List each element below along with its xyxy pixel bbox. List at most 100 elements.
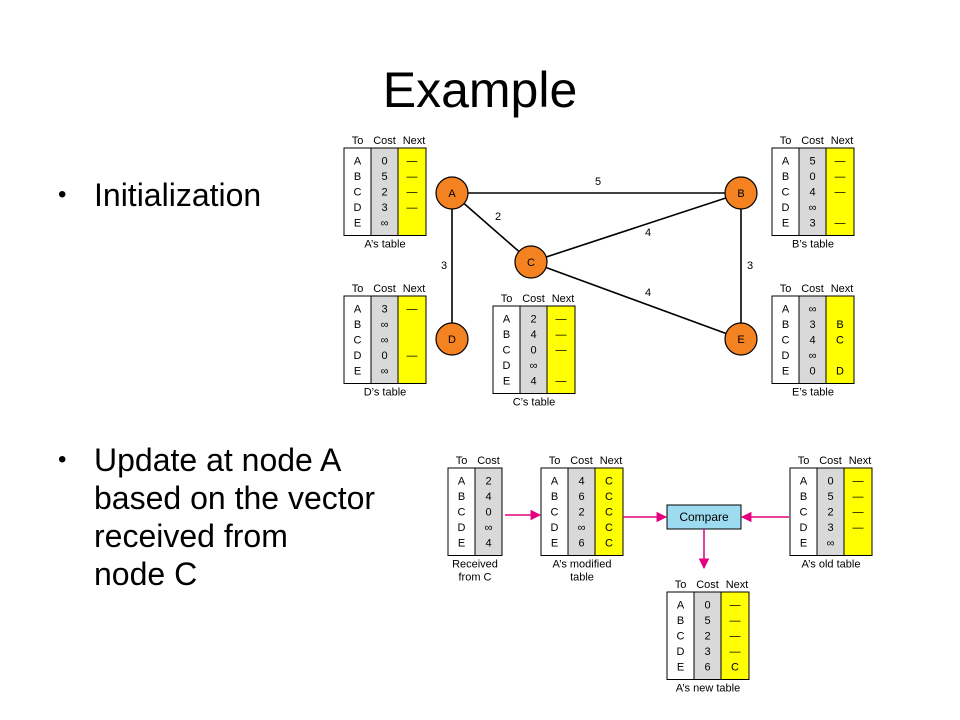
node-circle: [724, 176, 758, 210]
next-cell: —: [835, 156, 846, 168]
next-column: [594, 467, 624, 556]
to-column: [540, 467, 569, 556]
table-caption: A’s modified: [553, 559, 612, 571]
header-next: Next: [831, 283, 854, 295]
table-caption: A’s old table: [802, 559, 861, 571]
to-cell: C: [354, 335, 362, 347]
to-cell: E: [782, 366, 789, 378]
cost-column: [567, 467, 596, 556]
next-cell: —: [556, 345, 567, 357]
header-cost: Cost: [801, 283, 824, 295]
cost-column: [519, 305, 548, 394]
cost-cell: ∞: [809, 350, 817, 362]
table-caption: B’s table: [792, 239, 834, 251]
next-cell: —: [730, 600, 741, 612]
next-cell: —: [556, 329, 567, 341]
header-to: To: [352, 283, 364, 295]
header-cost: Cost: [801, 135, 824, 147]
next-cell: —: [407, 304, 418, 316]
cost-cell: ∞: [381, 319, 389, 331]
header-next: Next: [849, 455, 872, 467]
cost-column: [798, 147, 827, 236]
bullet-line: Update at node A: [94, 442, 342, 478]
cost-cell: 2: [530, 314, 536, 326]
node-circle: [724, 322, 758, 356]
table-caption: D’s table: [364, 387, 407, 399]
cost-cell: 6: [578, 538, 584, 550]
node-label: A: [448, 188, 456, 200]
next-cell: —: [407, 187, 418, 199]
bullet-line: received from: [94, 518, 288, 554]
cost-cell: 6: [704, 662, 710, 674]
to-cell: E: [800, 538, 807, 550]
header-cost: Cost: [570, 455, 593, 467]
to-cell: D: [800, 522, 808, 534]
next-cell: —: [556, 376, 567, 388]
to-cell: C: [551, 507, 559, 519]
table-caption: table: [570, 572, 594, 584]
to-cell: B: [354, 171, 361, 183]
bullet-dot: •: [58, 181, 67, 208]
cost-cell: 0: [704, 600, 710, 612]
next-column: [825, 295, 855, 384]
cost-column: [798, 295, 827, 384]
cost-cell: 3: [704, 646, 710, 658]
to-cell: A: [354, 156, 362, 168]
cost-cell: ∞: [809, 304, 817, 316]
to-cell: C: [458, 507, 466, 519]
cost-cell: 4: [530, 376, 536, 388]
next-cell: D: [836, 366, 844, 378]
to-cell: A: [782, 156, 790, 168]
cost-column: [816, 467, 845, 556]
to-cell: D: [458, 522, 466, 534]
next-cell: C: [605, 522, 613, 534]
to-cell: D: [782, 202, 790, 214]
slide-title: Example: [382, 62, 578, 118]
bullet-line: node C: [94, 556, 198, 592]
cost-cell: 0: [485, 507, 491, 519]
to-cell: B: [800, 491, 807, 503]
cost-cell: 4: [485, 538, 491, 550]
to-column: [771, 147, 800, 236]
cost-cell: 3: [381, 202, 387, 214]
to-cell: C: [677, 631, 685, 643]
header-cost: Cost: [819, 455, 842, 467]
node-circle: [514, 245, 548, 279]
cost-cell: 0: [827, 476, 833, 488]
cost-cell: 2: [485, 476, 491, 488]
cost-cell: ∞: [381, 218, 389, 230]
cost-cell: 4: [578, 476, 584, 488]
to-cell: A: [458, 476, 466, 488]
cost-cell: 0: [530, 345, 536, 357]
next-cell: —: [853, 507, 864, 519]
node-d: D: [435, 322, 469, 356]
to-cell: E: [677, 662, 684, 674]
to-cell: C: [503, 345, 511, 357]
header-next: Next: [600, 455, 623, 467]
cost-cell: 3: [827, 522, 833, 534]
to-cell: E: [458, 538, 465, 550]
table-caption: from C: [459, 572, 492, 584]
to-cell: B: [458, 491, 465, 503]
header-to: To: [798, 455, 810, 467]
cost-cell: 0: [381, 156, 387, 168]
next-cell: —: [853, 491, 864, 503]
header-next: Next: [831, 135, 854, 147]
node-label: C: [527, 257, 535, 269]
cost-cell: 4: [530, 329, 536, 341]
node-label: B: [737, 188, 744, 200]
to-cell: D: [503, 360, 511, 372]
cost-cell: 3: [809, 218, 815, 230]
header-to: To: [780, 135, 792, 147]
cost-cell: 5: [827, 491, 833, 503]
next-cell: C: [605, 476, 613, 488]
to-cell: C: [782, 187, 790, 199]
node-circle: [435, 176, 469, 210]
node-label: D: [448, 334, 456, 346]
next-cell: B: [836, 319, 843, 331]
edge-a-c: [451, 192, 532, 263]
